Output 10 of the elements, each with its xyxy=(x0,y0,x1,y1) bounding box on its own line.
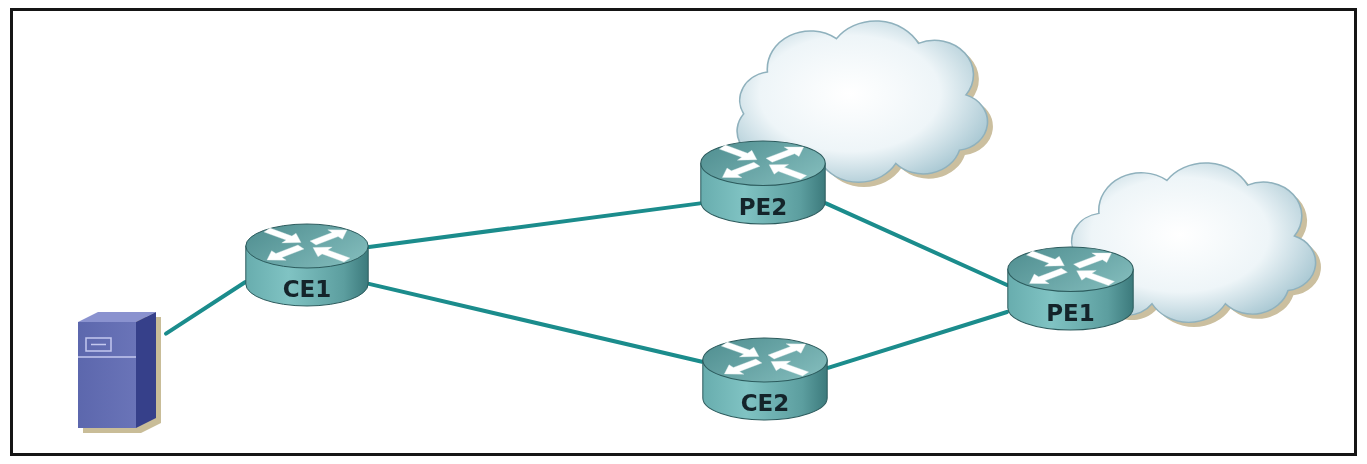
router-label: PE2 xyxy=(738,194,788,219)
link-line xyxy=(367,281,704,364)
link-line xyxy=(164,280,247,336)
router-label: CE1 xyxy=(282,277,332,302)
link-line xyxy=(824,201,1009,287)
router-label: CE2 xyxy=(740,391,790,416)
cloud-shape xyxy=(736,20,994,188)
router-label: PE1 xyxy=(1046,300,1095,325)
link-line xyxy=(367,201,702,249)
link-line xyxy=(826,310,1009,370)
